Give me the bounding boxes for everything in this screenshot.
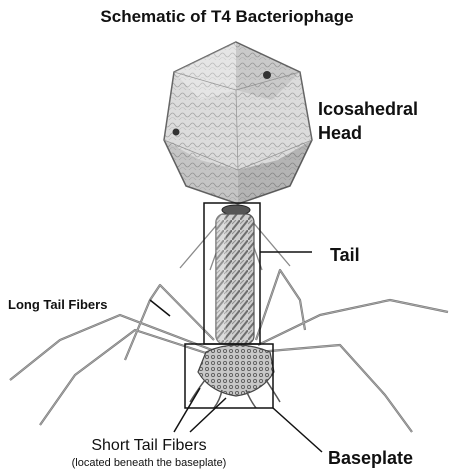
label-short-tail-fibers-note: (located beneath the baseplate)	[72, 457, 227, 469]
diagram-title: Schematic of T4 Bacteriophage	[100, 7, 353, 26]
label-head-line1: Icosahedral	[318, 99, 418, 119]
long-tail-fiber	[256, 270, 305, 340]
icosahedral-head	[164, 42, 312, 204]
label-baseplate: Baseplate	[328, 448, 413, 468]
baseplate-pointer	[273, 408, 322, 452]
baseplate-structure	[198, 345, 274, 396]
label-tail: Tail	[330, 245, 360, 265]
long-fiber-pointer	[150, 300, 170, 316]
label-short-tail-fibers: Short Tail Fibers	[91, 437, 206, 454]
long-tail-fiber	[258, 300, 448, 345]
long-tail-fiber	[258, 345, 412, 432]
label-long-tail-fibers: Long Tail Fibers	[8, 297, 107, 312]
label-head-line2: Head	[318, 123, 362, 143]
tail-sheath	[216, 214, 254, 344]
short-fiber-pointer-2	[190, 398, 226, 432]
